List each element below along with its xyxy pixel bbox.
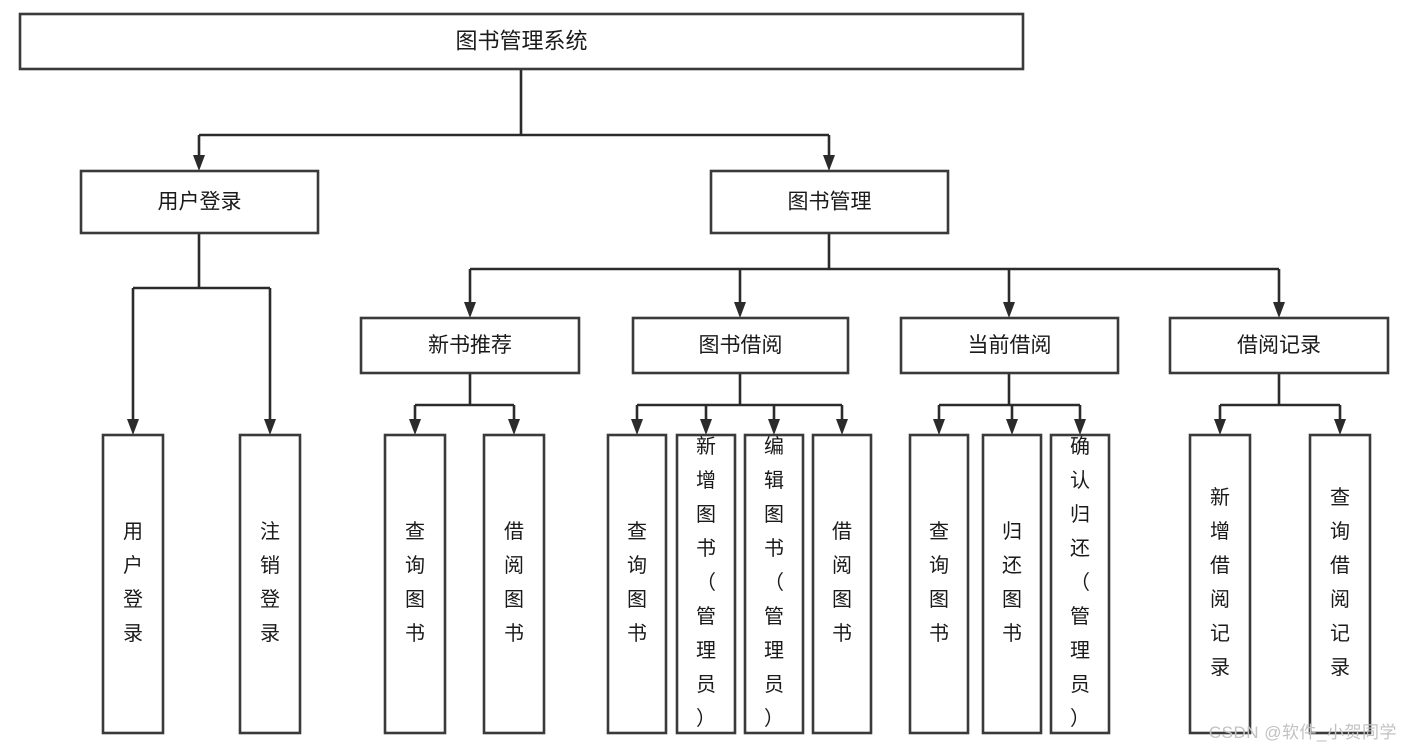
connector-group-records-to-leaves <box>1214 373 1346 435</box>
connector-group-borrow-to-leaves <box>631 373 848 435</box>
node-leaf-confirm-return[interactable]: 确认归还（管理员） <box>1049 433 1111 735</box>
node-box-leaf-query-book-3[interactable] <box>908 433 970 735</box>
node-box-leaf-borrow-book-1[interactable] <box>482 433 546 735</box>
node-bookmgmt[interactable]: 图书管理 <box>709 169 950 235</box>
connector-group-bookmgmt-to-level3 <box>464 233 1285 318</box>
node-label-root: 图书管理系统 <box>455 28 587 53</box>
connector-group-current-to-leaves <box>933 373 1086 435</box>
node-records[interactable]: 借阅记录 <box>1168 316 1390 375</box>
connector-group-root-to-level2 <box>193 69 835 171</box>
node-box-leaf-edit-book[interactable] <box>743 433 805 735</box>
node-leaf-borrow-book-1[interactable]: 借阅图书 <box>482 433 546 735</box>
connector-group-login-to-leaves <box>127 233 276 435</box>
node-box-current[interactable] <box>899 316 1120 375</box>
node-label-login: 用户登录 <box>158 191 242 214</box>
node-leaf-return-book[interactable]: 归还图书 <box>981 433 1043 735</box>
node-leaf-query-book-1[interactable]: 查询图书 <box>383 433 447 735</box>
node-box-leaf-query-book-1[interactable] <box>383 433 447 735</box>
node-label-borrow: 图书借阅 <box>699 334 783 357</box>
node-label-leaf-query-record: 查询借阅记录 <box>1330 486 1350 679</box>
node-box-records[interactable] <box>1168 316 1390 375</box>
connector-layer <box>127 69 1346 435</box>
node-leaf-edit-book[interactable]: 编辑图书（管理员） <box>743 433 805 735</box>
node-label-leaf-add-book: 新增图书（管理员） <box>696 435 716 730</box>
node-box-leaf-add-book[interactable] <box>675 433 737 735</box>
connector-group-newbook-to-leaves <box>409 373 520 435</box>
node-box-newbook[interactable] <box>359 316 581 375</box>
node-label-leaf-query-book-1: 查询图书 <box>405 520 425 645</box>
node-label-leaf-edit-book: 编辑图书（管理员） <box>764 435 784 730</box>
node-borrow[interactable]: 图书借阅 <box>631 316 850 375</box>
node-label-records: 借阅记录 <box>1237 334 1321 357</box>
node-label-leaf-user-login: 用户登录 <box>123 521 143 645</box>
node-label-bookmgmt: 图书管理 <box>788 191 872 214</box>
node-current[interactable]: 当前借阅 <box>899 316 1120 375</box>
watermark-label: CSDN @软件_小贺同学 <box>1208 723 1397 742</box>
node-box-root[interactable] <box>18 12 1025 71</box>
node-box-leaf-return-book[interactable] <box>981 433 1043 735</box>
node-label-newbook: 新书推荐 <box>428 334 512 357</box>
node-leaf-logout[interactable]: 注销登录 <box>238 433 302 735</box>
node-label-leaf-query-book-2: 查询图书 <box>627 520 647 645</box>
node-label-leaf-query-book-3: 查询图书 <box>929 520 949 645</box>
node-box-leaf-user-login[interactable] <box>101 433 165 735</box>
node-box-borrow[interactable] <box>631 316 850 375</box>
node-label-leaf-confirm-return: 确认归还（管理员） <box>1070 435 1090 730</box>
node-leaf-add-book[interactable]: 新增图书（管理员） <box>675 433 737 735</box>
node-label-leaf-borrow-book-2: 借阅图书 <box>832 520 852 645</box>
node-box-login[interactable] <box>79 169 320 235</box>
node-label-leaf-logout: 注销登录 <box>260 520 280 645</box>
node-box-leaf-query-record[interactable] <box>1308 433 1372 735</box>
node-box-leaf-add-record[interactable] <box>1188 433 1252 735</box>
node-box-leaf-logout[interactable] <box>238 433 302 735</box>
node-box-leaf-borrow-book-2[interactable] <box>811 433 873 735</box>
node-leaf-add-record[interactable]: 新增借阅记录 <box>1188 433 1252 735</box>
node-box-leaf-confirm-return[interactable] <box>1049 433 1111 735</box>
node-layer: 图书管理系统用户登录图书管理新书推荐图书借阅当前借阅借阅记录用户登录注销登录查询… <box>18 12 1390 735</box>
node-leaf-query-book-2[interactable]: 查询图书 <box>606 433 668 735</box>
node-label-leaf-borrow-book-1: 借阅图书 <box>504 520 524 645</box>
node-leaf-borrow-book-2[interactable]: 借阅图书 <box>811 433 873 735</box>
node-leaf-query-book-3[interactable]: 查询图书 <box>908 433 970 735</box>
node-leaf-query-record[interactable]: 查询借阅记录 <box>1308 433 1372 735</box>
node-root[interactable]: 图书管理系统 <box>18 12 1025 71</box>
node-label-leaf-add-record: 新增借阅记录 <box>1210 486 1230 679</box>
node-box-bookmgmt[interactable] <box>709 169 950 235</box>
node-newbook[interactable]: 新书推荐 <box>359 316 581 375</box>
node-label-leaf-return-book: 归还图书 <box>1002 520 1022 645</box>
node-leaf-user-login[interactable]: 用户登录 <box>101 433 165 735</box>
node-box-leaf-query-book-2[interactable] <box>606 433 668 735</box>
node-label-current: 当前借阅 <box>968 334 1052 357</box>
node-login[interactable]: 用户登录 <box>79 169 320 235</box>
